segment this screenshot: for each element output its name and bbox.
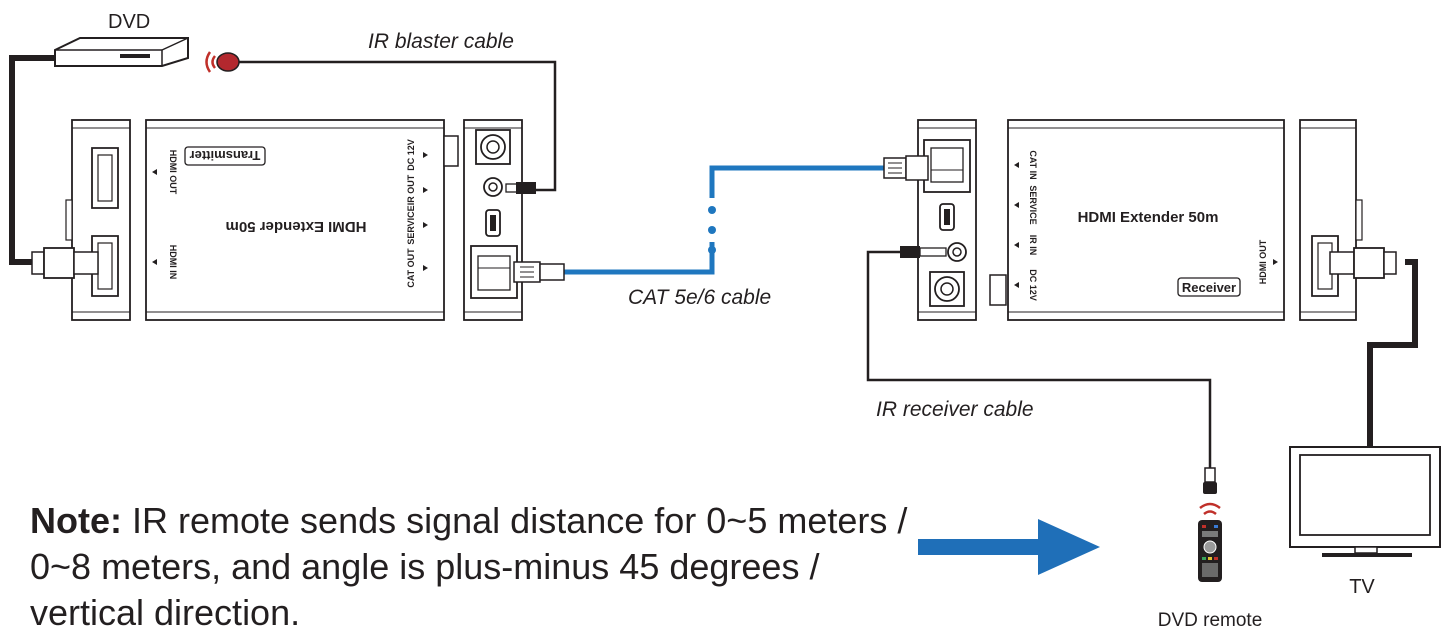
tx-port-ir-out: IR OUT	[406, 174, 416, 205]
ir-receiver-probe	[1203, 467, 1217, 494]
ir-jack	[483, 177, 503, 197]
ir-emitter-icon	[205, 51, 240, 73]
rx-port-dc: DC 12V	[1028, 269, 1038, 301]
remote-signal-icon	[1199, 502, 1221, 516]
transmitter-right-panel	[463, 119, 523, 321]
receiver-left-panel	[917, 119, 977, 321]
cat-cable-label: CAT 5e/6 cable	[628, 286, 771, 309]
receiver-dc-stub	[989, 274, 1007, 306]
micro-usb-port	[485, 209, 501, 237]
cable-gap-dot	[708, 206, 716, 214]
receiver-body	[1007, 119, 1285, 321]
signal-arrow-icon	[918, 519, 1100, 575]
transmitter-badge: Transmitter	[190, 148, 261, 163]
tx-port-hdmi-out: HDMI OUT	[168, 150, 178, 195]
rj45-port	[923, 139, 971, 193]
transmitter-left-panel	[65, 119, 131, 321]
ir-blaster-label: IR blaster cable	[368, 30, 514, 53]
transmitter-title: HDMI Extender 50m	[226, 218, 367, 235]
hdmi-in-port	[91, 235, 119, 297]
receiver-badge: Receiver	[1182, 280, 1236, 295]
cable-gap-dot	[708, 246, 716, 254]
rx-port-service: SERVICE	[1028, 185, 1038, 224]
ir-blaster-plug	[505, 182, 536, 194]
ir-receiver-plug	[900, 246, 947, 258]
ir-receiver-label: IR receiver cable	[876, 398, 1034, 421]
receiver-badge-box	[1177, 277, 1241, 297]
dc-jack	[475, 129, 511, 165]
tv-hdmi-cable	[1367, 259, 1418, 448]
micro-usb-port	[939, 203, 955, 231]
hdmi-plug	[1329, 247, 1397, 279]
rj45-plug	[883, 155, 929, 181]
dvd-remote-icon	[1198, 520, 1222, 582]
cat-cable-upper	[709, 165, 888, 198]
ir-blaster-cable	[238, 60, 557, 192]
rj45-plug	[513, 261, 565, 283]
dvd-label: DVD	[108, 11, 150, 33]
rj45-port	[470, 245, 518, 299]
dc-jack	[929, 271, 965, 307]
hdmi-out-port	[1311, 235, 1339, 297]
hdmi-out-port	[91, 147, 119, 209]
cable-gap-dot	[708, 226, 716, 234]
rx-port-hdmi-out: HDMI OUT	[1258, 239, 1268, 284]
hdmi-plug	[31, 247, 99, 279]
receiver-title: HDMI Extender 50m	[1078, 209, 1219, 226]
tv-icon	[1289, 446, 1441, 557]
note-body: IR remote sends signal distance for 0~5 …	[30, 500, 908, 633]
dvd-hdmi-cable	[9, 55, 58, 265]
tx-port-dc: DC 12V	[406, 139, 416, 171]
ir-receiver-cable	[866, 250, 1212, 470]
tx-port-hdmi-in: HDMI IN	[168, 245, 178, 280]
note-text: Note: IR remote sends signal distance fo…	[30, 498, 910, 636]
transmitter-body	[145, 119, 459, 321]
receiver-right-panel	[1299, 119, 1363, 321]
note-heading: Note:	[30, 500, 122, 541]
ir-jack	[947, 242, 967, 262]
dvd-player	[54, 37, 189, 67]
cat-cable	[562, 242, 715, 275]
tv-label: TV	[1349, 576, 1375, 598]
tx-port-service: SERVICE	[406, 205, 416, 244]
rx-port-ir-in: IR IN	[1028, 235, 1038, 256]
rx-port-cat-in: CAT IN	[1028, 150, 1038, 179]
dvd-remote-label: DVD remote	[1158, 610, 1263, 631]
transmitter-badge-box	[184, 146, 266, 166]
tx-port-cat-out: CAT OUT	[406, 248, 416, 288]
